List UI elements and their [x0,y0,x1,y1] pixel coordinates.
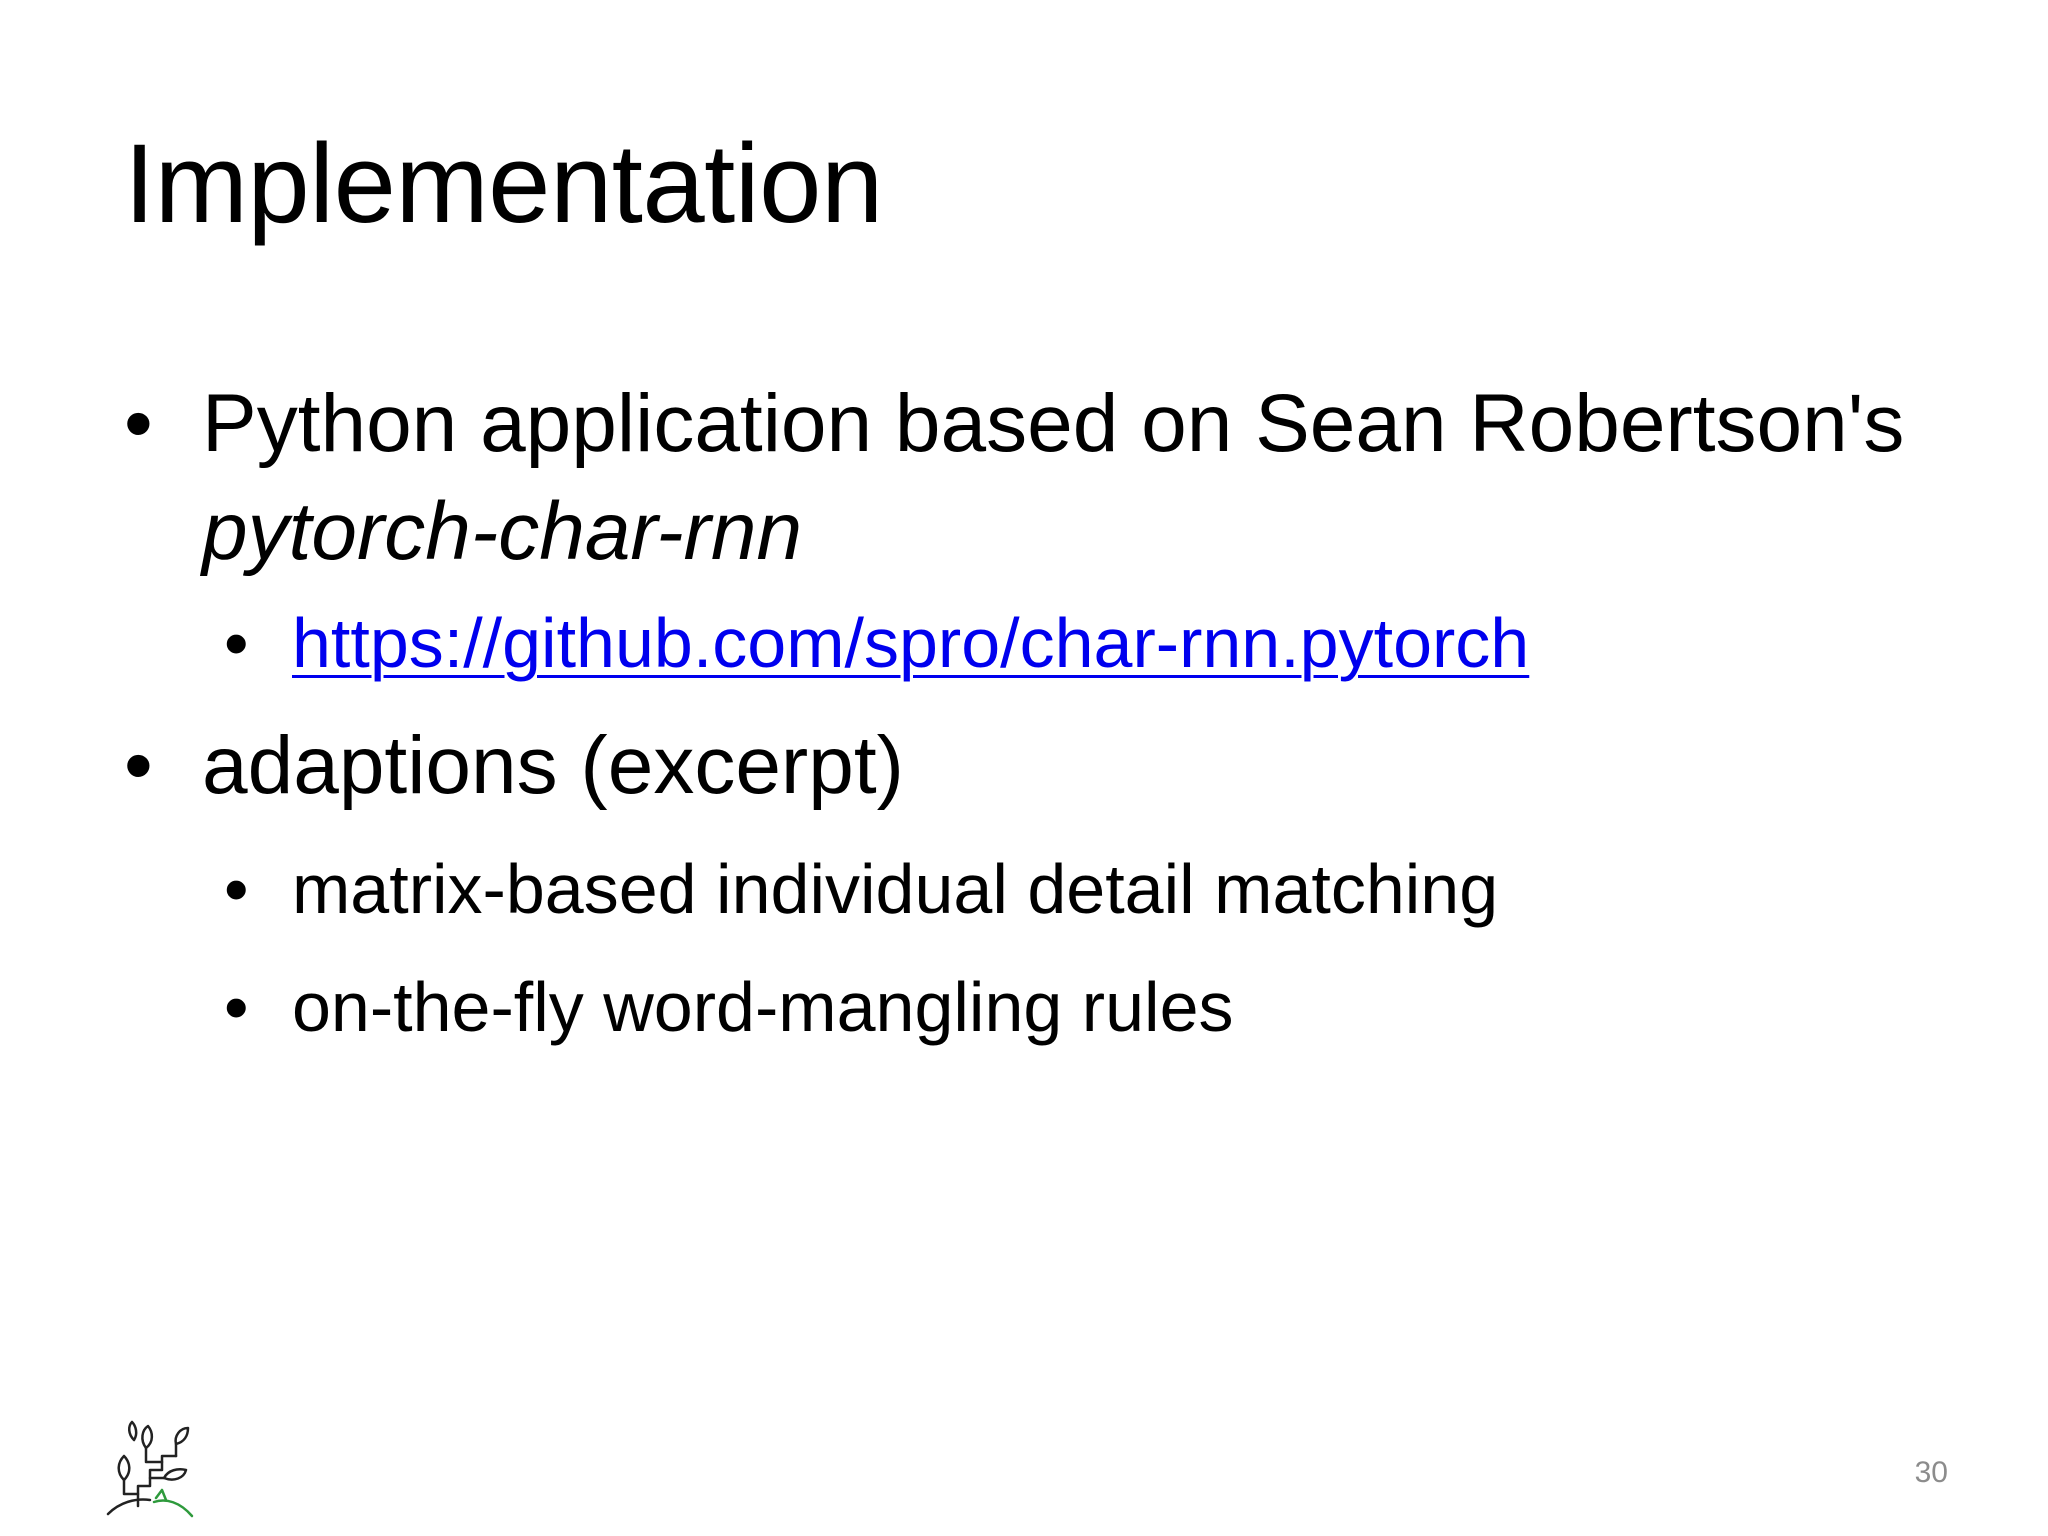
bullet-item-continuation: pytorch-char-rnn [124,478,1984,586]
subbullet-item-word-mangling: • on-the-fly word-mangling rules [124,958,1984,1056]
bullet-text: adaptions (excerpt) [202,720,904,811]
subbullet-text: on-the-fly word-mangling rules [292,968,1234,1046]
subbullet-text: matrix-based individual detail matching [292,850,1499,928]
subbullet-item-matrix-matching: • matrix-based individual detail matchin… [124,840,1984,938]
bullet-dot: • [224,968,249,1046]
bullet-dot: • [124,720,153,811]
bullet-item-adaptions: • adaptions (excerpt) [124,712,1984,820]
bullet-dot: • [124,378,153,469]
bullet-item-python-application: • Python application based on Sean Rober… [124,370,1984,478]
bullet-dot: • [224,604,249,682]
bullet-list: • Python application based on Sean Rober… [124,370,1984,1056]
bullet-dot: • [224,850,249,928]
bullet-text: Python application based on Sean Roberts… [202,378,1905,469]
italic-project-name: pytorch-char-rnn [202,486,803,577]
page-number: 30 [1914,1456,1948,1489]
slide-title: Implementation [124,121,883,246]
subbullet-item-github-link: • https://github.com/spro/char-rnn.pytor… [124,594,1984,692]
tree-sprout-logo-icon [100,1398,210,1518]
github-link[interactable]: https://github.com/spro/char-rnn.pytorch [292,604,1530,682]
